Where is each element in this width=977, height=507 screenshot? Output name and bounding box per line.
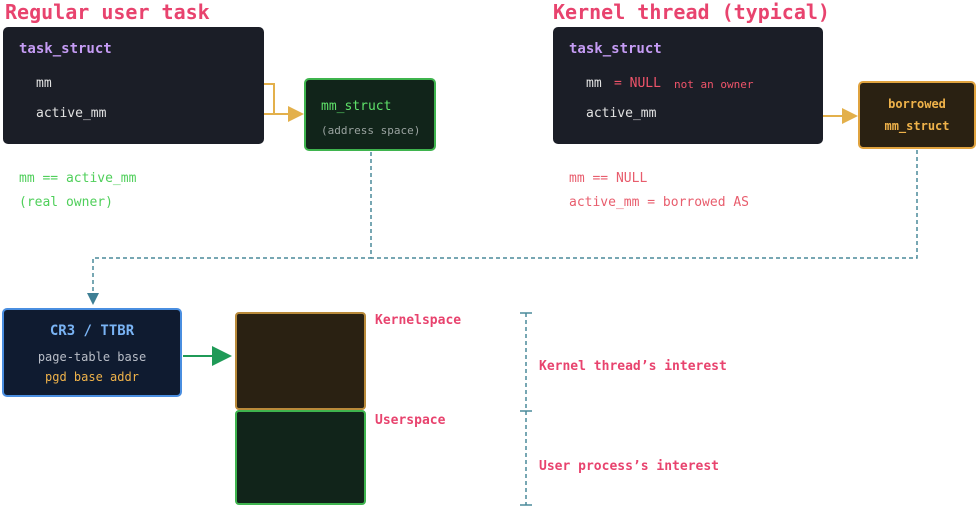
userspace-label: Userspace (375, 413, 446, 428)
kernelspace-block (235, 312, 366, 410)
user-interest-label: User process’s interest (539, 459, 720, 474)
real-owner-note: (real owner) (19, 195, 113, 210)
cr3-ttbr-box: CR3 / TTBR page-table base pgd base addr (2, 308, 182, 397)
active-mm-field: active_mm (586, 106, 657, 121)
mm-struct-to-cr3-dashed (92, 152, 372, 300)
kernel-thread-title: Kernel thread (typical) (553, 0, 830, 24)
borrowed-mm-struct-box: borrowed mm_struct (858, 81, 976, 149)
not-owner-note: not an owner (674, 78, 754, 91)
mm-null-note: mm == NULL (569, 171, 648, 186)
borrowed-to-cr3-dashed (371, 150, 918, 259)
kernel-interest-label: Kernel thread’s interest (539, 359, 727, 374)
page-table-base-label: page-table base (37, 350, 147, 364)
regular-task-title: Regular user task (5, 0, 210, 24)
mm-struct-label: mm_struct (321, 99, 392, 114)
address-space-label: (address space) (321, 124, 421, 137)
cr3-arrowhead (87, 293, 99, 305)
pgd-base-addr-label: pgd base addr (45, 370, 139, 384)
mm-field: mm (36, 76, 52, 91)
kernelspace-label: Kernelspace (375, 313, 462, 328)
borrowed-label: borrowed (888, 97, 946, 111)
mm-struct-box: mm_struct (address space) (304, 78, 436, 151)
task-struct-label: task_struct (569, 41, 662, 57)
active-mm-field: active_mm (36, 106, 107, 121)
userspace-block (235, 410, 366, 505)
task-struct-label: task_struct (19, 41, 112, 57)
borrowed-as-note: active_mm = borrowed AS (569, 195, 750, 210)
mm-null-value: = NULL (614, 76, 661, 91)
cr3-title: CR3 / TTBR (49, 323, 135, 339)
user-task-struct-box: task_struct mm active_mm (3, 27, 264, 144)
mm-equals-note: mm == active_mm (19, 171, 137, 186)
mm-field: mm (586, 76, 602, 91)
kthread-task-struct-box: task_struct mm = NULL not an owner activ… (553, 27, 823, 144)
borrowed-mm-struct-label: mm_struct (884, 119, 950, 133)
